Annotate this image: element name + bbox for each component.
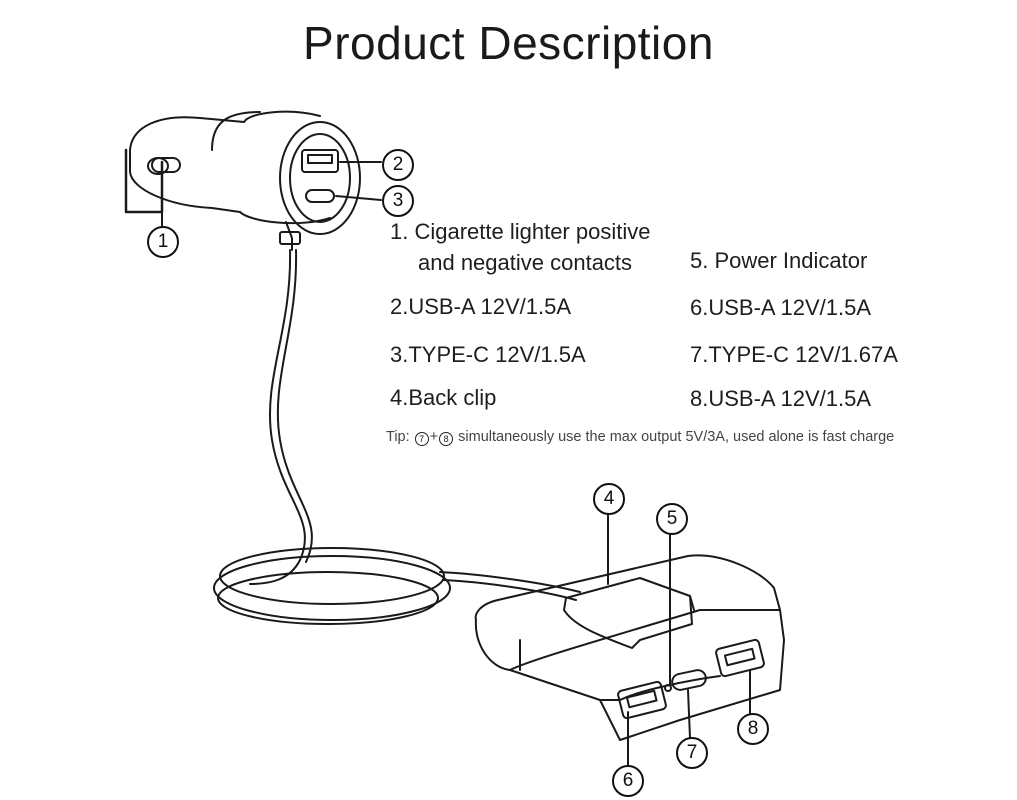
spec-item-1-line-2: and negative contacts — [418, 250, 633, 275]
tip-prefix: Tip: — [386, 429, 410, 445]
car-plug-illustration — [124, 110, 382, 235]
spec-item-7: 7.TYPE-C 12V/1.67A — [690, 342, 898, 367]
cable-illustration — [213, 221, 581, 625]
tip-note: Tip: 7+8 simultaneously use the max outp… — [386, 429, 894, 446]
spec-item-6: 6.USB-A 12V/1.5A — [690, 295, 871, 320]
callout-3: 3 — [382, 185, 414, 217]
callout-4: 4 — [593, 483, 625, 515]
tip-marker-7: 7 — [414, 432, 429, 446]
spec-item-2: 2.USB-A 12V/1.5A — [390, 294, 571, 319]
callout-1: 1 — [147, 226, 179, 258]
callout-2: 2 — [382, 149, 414, 181]
spec-item-1-line-1: 1. Cigarette lighter positive — [390, 219, 651, 244]
callout-5: 5 — [656, 503, 688, 535]
hub-illustration — [474, 511, 785, 769]
tip-plus: + — [429, 429, 439, 445]
page-title: Product Description — [303, 17, 714, 69]
callout-8: 8 — [737, 713, 769, 745]
spec-item-8: 8.USB-A 12V/1.5A — [690, 386, 871, 411]
spec-item-4: 4.Back clip — [390, 385, 497, 410]
callout-6: 6 — [612, 765, 644, 797]
callout-7: 7 — [676, 737, 708, 769]
spec-item-5: 5. Power Indicator — [690, 248, 868, 273]
spec-item-3: 3.TYPE-C 12V/1.5A — [390, 342, 586, 367]
tip-marker-8: 8 — [439, 432, 454, 446]
tip-text: simultaneously use the max output 5V/3A,… — [458, 429, 895, 445]
